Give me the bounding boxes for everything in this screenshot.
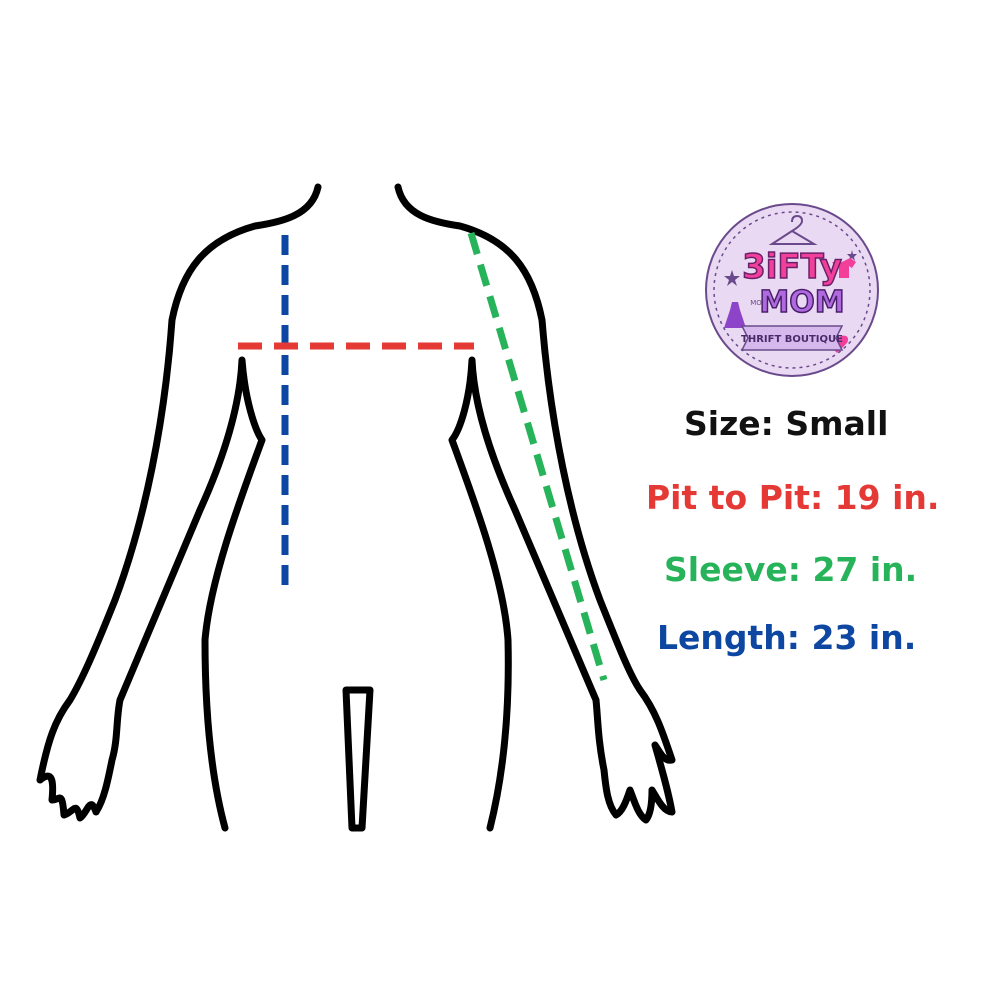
pit-to-pit-key: Pit to Pit: <box>646 478 824 517</box>
size-label-key: Size: <box>684 404 774 443</box>
logo-line2: MOM <box>759 285 844 320</box>
logo-small-label: MOM <box>750 299 768 307</box>
length-label: Length: 23 in. <box>657 618 916 657</box>
brand-logo: 3iFTy MOM MOM THRIFT BOUTIQUE <box>702 200 882 380</box>
hanger-icon <box>768 214 818 245</box>
size-label: Size: Small <box>684 404 888 443</box>
pit-to-pit-label: Pit to Pit: 19 in. <box>646 478 939 517</box>
body-silhouette <box>36 183 676 832</box>
length-key: Length: <box>657 618 800 657</box>
shirt-icon <box>832 258 856 278</box>
sleeve-line <box>467 232 608 681</box>
logo-tagline: THRIFT BOUTIQUE <box>741 334 843 345</box>
length-value: 23 in. <box>811 618 917 657</box>
measurement-lines <box>238 232 608 681</box>
size-value: Small <box>785 404 889 443</box>
pit-to-pit-value: 19 in. <box>834 478 940 517</box>
sleeve-key: Sleeve: <box>664 550 801 589</box>
logo-line1: 3iFTy <box>742 247 842 287</box>
sleeve-label: Sleeve: 27 in. <box>664 550 917 589</box>
star-icon <box>724 250 857 286</box>
dress-icon <box>724 302 746 328</box>
sleeve-value: 27 in. <box>812 550 918 589</box>
